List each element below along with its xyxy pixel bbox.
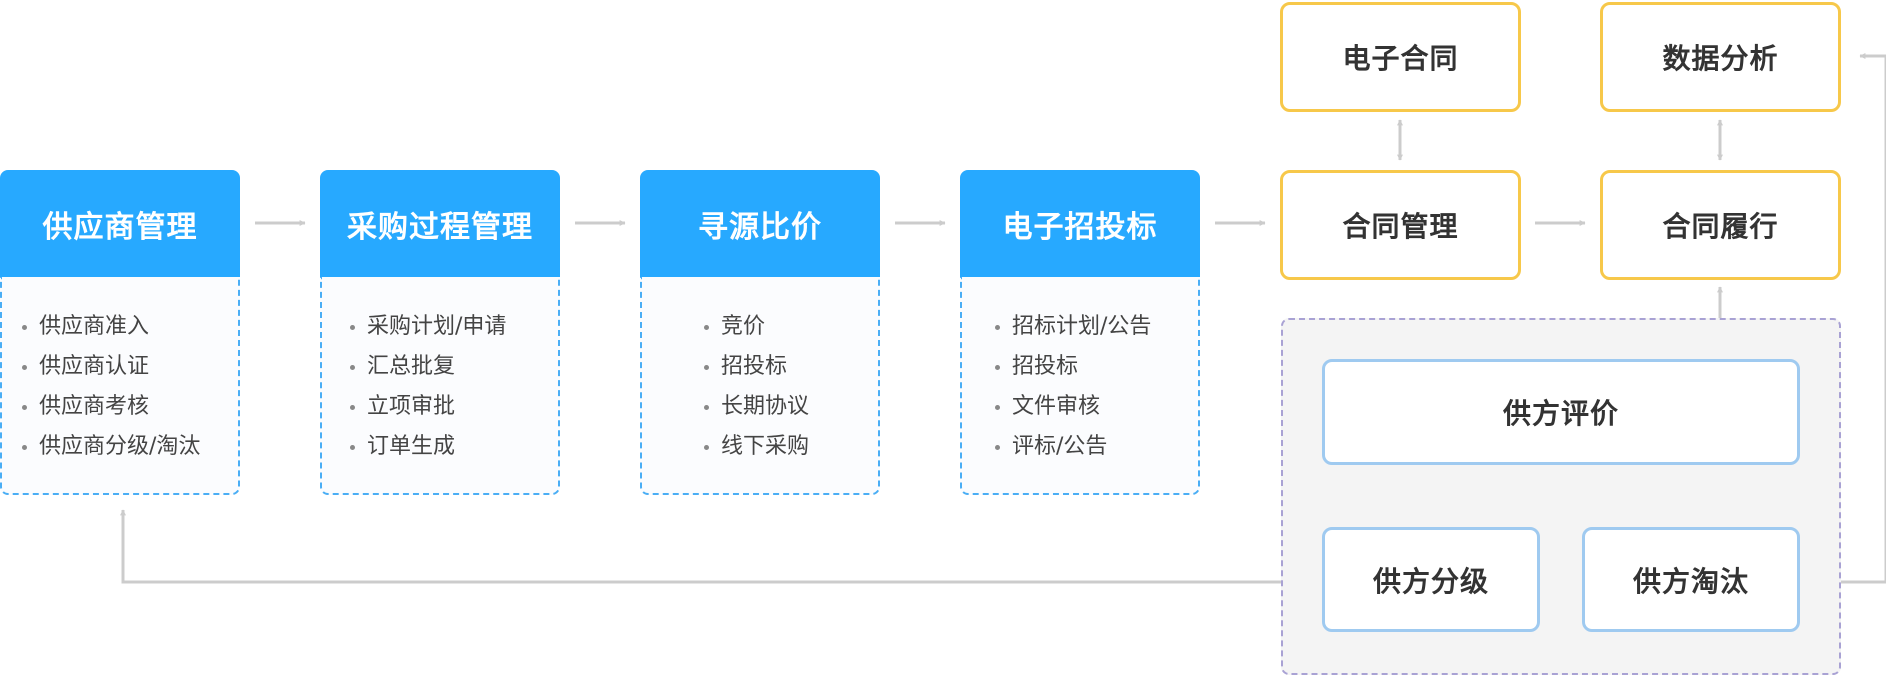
module-purchase-process: 采购过程管理 采购计划/申请 汇总批复 立项审批 订单生成 [320,170,560,495]
module-supplier-management: 供应商管理 供应商准入 供应商认证 供应商考核 供应商分级/淘汰 [0,170,240,495]
arrow-grading-to-supplier [120,509,1302,584]
item-list: 招标计划/公告 招投标 文件审核 评标/公告 [995,307,1198,467]
list-item: 供应商认证 [22,347,238,387]
contract-management-box: 合同管理 [1280,170,1521,280]
list-item: 采购计划/申请 [350,307,558,347]
item-list: 竞价 招投标 长期协议 线下采购 [704,307,878,467]
module-body: 竞价 招投标 长期协议 线下采购 [640,277,880,495]
list-item: 立项审批 [350,387,558,427]
module-title: 电子招投标 [960,170,1200,277]
list-item: 汇总批复 [350,347,558,387]
list-item: 招标计划/公告 [995,307,1198,347]
supplier-evaluation-box: 供方评价 [1322,359,1800,465]
list-item: 供应商准入 [22,307,238,347]
module-body: 供应商准入 供应商认证 供应商考核 供应商分级/淘汰 [0,277,240,495]
list-item: 订单生成 [350,427,558,467]
data-analysis-box: 数据分析 [1600,2,1841,112]
module-title: 供应商管理 [0,170,240,277]
module-title: 采购过程管理 [320,170,560,277]
list-item: 供应商分级/淘汰 [22,427,238,467]
list-item: 供应商考核 [22,387,238,427]
module-sourcing: 寻源比价 竞价 招投标 长期协议 线下采购 [640,170,880,495]
module-title: 寻源比价 [640,170,880,277]
module-body: 招标计划/公告 招投标 文件审核 评标/公告 [960,277,1200,495]
item-list: 供应商准入 供应商认证 供应商考核 供应商分级/淘汰 [22,307,238,467]
list-item: 评标/公告 [995,427,1198,467]
supplier-grading-box: 供方分级 [1322,527,1540,632]
item-list: 采购计划/申请 汇总批复 立项审批 订单生成 [350,307,558,467]
module-e-bidding: 电子招投标 招标计划/公告 招投标 文件审核 评标/公告 [960,170,1200,495]
list-item: 招投标 [995,347,1198,387]
list-item: 文件审核 [995,387,1198,427]
contract-fulfillment-box: 合同履行 [1600,170,1841,280]
list-item: 招投标 [704,347,878,387]
module-body: 采购计划/申请 汇总批复 立项审批 订单生成 [320,277,560,495]
arrow-data-analysis-to-elimination [1811,53,1886,585]
list-item: 竞价 [704,307,878,347]
supplier-elimination-box: 供方淘汰 [1582,527,1800,632]
list-item: 线下采购 [704,427,878,467]
e-contract-box: 电子合同 [1280,2,1521,112]
list-item: 长期协议 [704,387,878,427]
